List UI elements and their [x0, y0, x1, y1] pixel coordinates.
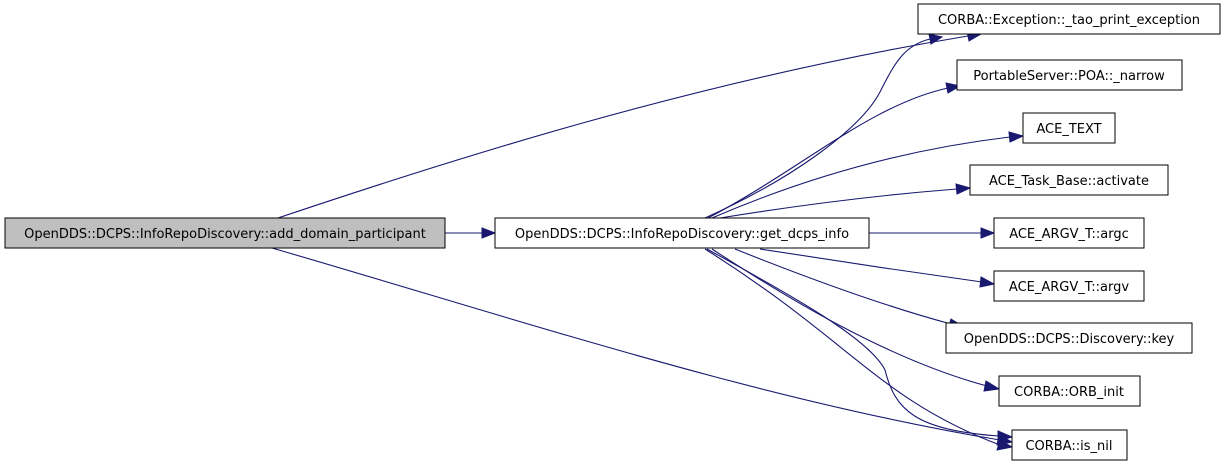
node-orb-init[interactable]: CORBA::ORB_init	[998, 375, 1141, 407]
node-label: PortableServer::POA::_narrow	[973, 69, 1165, 84]
edge-add-domain-participant-to-is-nil	[271, 247, 1014, 446]
node-label: ACE_ARGV_T::argc	[1009, 227, 1129, 242]
node-tao-print-exception[interactable]: CORBA::Exception::_tao_print_exception	[917, 3, 1221, 35]
node-label: OpenDDS::DCPS::Discovery::key	[964, 332, 1175, 347]
edge-get-dcps-info-to-argv-argc	[869, 227, 996, 239]
node-label: CORBA::Exception::_tao_print_exception	[938, 13, 1200, 28]
edge-get-dcps-info-to-orb-init	[711, 248, 1001, 392]
node-label: CORBA::ORB_init	[1014, 385, 1124, 400]
node-task-activate[interactable]: ACE_Task_Base::activate	[969, 164, 1169, 196]
edge-get-dcps-info-to-argv-argv	[759, 248, 996, 288]
node-label: OpenDDS::DCPS::InfoRepoDiscovery::get_dc…	[515, 227, 849, 242]
edge-add-domain-participant-to-get-dcps-info	[445, 227, 497, 239]
node-add-domain-participant[interactable]: OpenDDS::DCPS::InfoRepoDiscovery::add_do…	[4, 217, 446, 249]
node-argv-argv[interactable]: ACE_ARGV_T::argv	[993, 270, 1145, 302]
node-label: ACE_TEXT	[1036, 122, 1101, 137]
node-label: ACE_ARGV_T::argv	[1009, 280, 1129, 295]
node-ace-text[interactable]: ACE_TEXT	[1022, 112, 1116, 144]
edge-get-dcps-info-to-tao-print-exception	[704, 33, 944, 219]
edge-get-dcps-info-to-ace-text	[711, 131, 1025, 219]
node-is-nil[interactable]: CORBA::is_nil	[1011, 429, 1128, 461]
node-label: CORBA::is_nil	[1025, 439, 1112, 454]
node-label: OpenDDS::DCPS::InfoRepoDiscovery::add_do…	[24, 227, 426, 242]
edge-add-domain-participant-to-tao-print-exception	[271, 30, 983, 221]
node-discovery-key[interactable]: OpenDDS::DCPS::Discovery::key	[945, 322, 1193, 354]
node-label: ACE_Task_Base::activate	[989, 174, 1149, 189]
node-argv-argc[interactable]: ACE_ARGV_T::argc	[993, 217, 1145, 249]
node-get-dcps-info[interactable]: OpenDDS::DCPS::InfoRepoDiscovery::get_dc…	[494, 217, 870, 249]
edge-get-dcps-info-to-is-nil-upper	[706, 248, 1014, 442]
edge-get-dcps-info-to-discovery-key	[734, 248, 966, 330]
edge-get-dcps-info-to-is-nil-lower	[704, 248, 1014, 451]
node-poa-narrow[interactable]: PortableServer::POA::_narrow	[956, 59, 1183, 91]
edge-get-dcps-info-to-task-activate	[719, 183, 972, 219]
